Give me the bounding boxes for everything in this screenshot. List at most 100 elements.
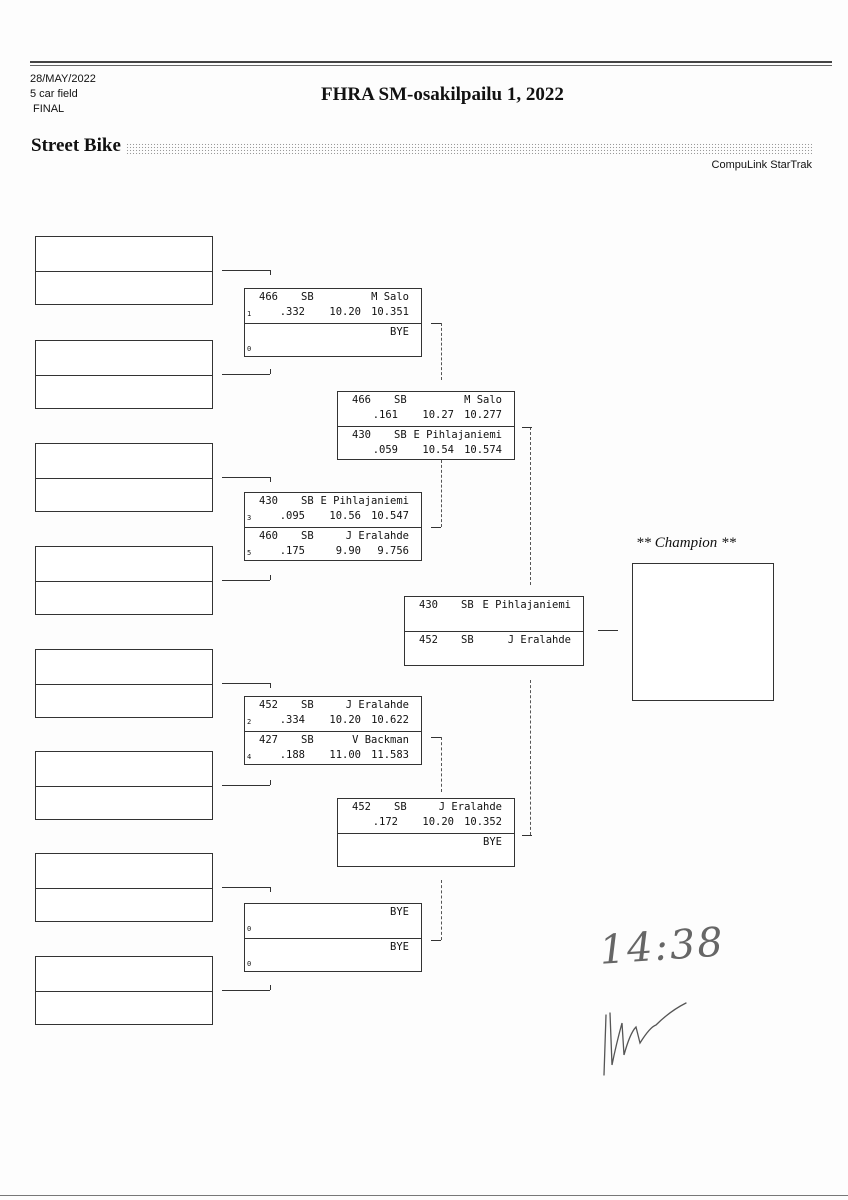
field-size: 5 car field bbox=[30, 88, 78, 100]
class-code: SB bbox=[301, 529, 314, 542]
final-connector bbox=[598, 630, 618, 631]
bracket-connector bbox=[441, 323, 442, 380]
entry-connector-tick bbox=[270, 369, 271, 374]
car-number: 452 bbox=[352, 801, 371, 813]
class-code: SB bbox=[301, 495, 314, 507]
entry-lane-bottom bbox=[36, 580, 212, 615]
racer-name: J Eralahde bbox=[438, 801, 502, 813]
entry-connector-tick bbox=[270, 270, 271, 275]
car-number: 466 bbox=[259, 291, 278, 303]
seed-number: 0 bbox=[247, 925, 252, 933]
bracket-connector bbox=[441, 880, 442, 940]
bracket-connector bbox=[441, 737, 442, 792]
entry-box bbox=[35, 853, 213, 922]
entry-lane-bottom bbox=[36, 374, 212, 409]
car-number: 427 bbox=[259, 733, 278, 746]
entry-connector bbox=[222, 580, 270, 581]
racer-name: E Pihlajaniemi bbox=[320, 495, 409, 507]
dial-in: 10.20 bbox=[329, 714, 361, 726]
seed-number: 4 bbox=[247, 752, 252, 761]
match-lane: BYE bbox=[338, 832, 514, 867]
elapsed-time: 9.756 bbox=[377, 544, 409, 557]
class-code: SB bbox=[394, 801, 407, 813]
entry-lane-top bbox=[36, 752, 212, 786]
match-lane: 452 SB J Eralahde bbox=[405, 631, 583, 665]
class-title: Street Bike bbox=[31, 135, 121, 156]
entry-connector-tick bbox=[270, 985, 271, 990]
class-code: SB bbox=[301, 291, 314, 303]
entry-lane-top bbox=[36, 547, 212, 581]
connector-corner bbox=[431, 940, 441, 941]
entry-connector bbox=[222, 270, 270, 271]
racer-name: BYE bbox=[390, 906, 409, 918]
entry-connector-tick bbox=[270, 683, 271, 688]
seed-number: 2 bbox=[247, 718, 252, 726]
class-code: SB bbox=[461, 634, 474, 646]
racer-name: E Pihlajaniemi bbox=[413, 428, 502, 441]
match-lane: BYE 0 bbox=[245, 904, 421, 938]
entry-lane-bottom bbox=[36, 990, 212, 1025]
reaction-time: .059 bbox=[372, 443, 398, 456]
car-number: 452 bbox=[259, 699, 278, 711]
header-meta: 28/MAY/2022 5 car field FINAL bbox=[30, 72, 96, 117]
match-lane: BYE 0 bbox=[245, 322, 421, 357]
seed-number: 0 bbox=[247, 959, 252, 968]
elapsed-time: 10.352 bbox=[464, 816, 502, 828]
racer-name: E Pihlajaniemi bbox=[482, 599, 571, 611]
handwritten-time: 14:38 bbox=[598, 919, 727, 974]
connector-corner bbox=[431, 323, 441, 324]
dial-in: 10.56 bbox=[329, 510, 361, 522]
entry-box bbox=[35, 649, 213, 718]
seed-number: 1 bbox=[247, 310, 252, 318]
bracket-connector bbox=[530, 427, 531, 585]
dial-in: 9.90 bbox=[335, 544, 361, 557]
racer-name: BYE bbox=[390, 325, 409, 338]
entry-lane-bottom bbox=[36, 270, 212, 305]
entry-lane-bottom bbox=[36, 477, 212, 512]
bracket-connector bbox=[530, 680, 531, 835]
event-title: FHRA SM-osakilpailu 1, 2022 bbox=[321, 84, 564, 105]
reaction-time: .332 bbox=[279, 306, 305, 318]
reaction-time: .095 bbox=[279, 510, 305, 522]
entry-connector-tick bbox=[270, 887, 271, 892]
entry-connector-tick bbox=[270, 477, 271, 482]
seed-number: 0 bbox=[247, 344, 252, 353]
elapsed-time: 10.277 bbox=[464, 409, 502, 421]
entry-connector bbox=[222, 683, 270, 684]
bracket-connector bbox=[441, 460, 442, 527]
entry-box bbox=[35, 443, 213, 512]
racer-name: BYE bbox=[483, 835, 502, 848]
racer-name: J Eralahde bbox=[507, 634, 571, 646]
reaction-time: .161 bbox=[372, 409, 398, 421]
elapsed-time: 10.574 bbox=[464, 443, 502, 456]
entry-lane-top bbox=[36, 957, 212, 991]
reaction-time: .175 bbox=[279, 544, 305, 557]
bracket-status: FINAL bbox=[33, 103, 65, 115]
dial-in: 11.00 bbox=[329, 748, 361, 761]
reaction-time: .188 bbox=[279, 748, 305, 761]
entry-box bbox=[35, 751, 213, 820]
entry-lane-top bbox=[36, 341, 212, 375]
entry-lane-top bbox=[36, 444, 212, 478]
connector-corner bbox=[522, 427, 532, 428]
racer-name: J Eralahde bbox=[345, 699, 409, 711]
car-number: 452 bbox=[419, 634, 438, 646]
connector-corner bbox=[522, 835, 532, 836]
elapsed-time: 10.351 bbox=[371, 306, 409, 318]
